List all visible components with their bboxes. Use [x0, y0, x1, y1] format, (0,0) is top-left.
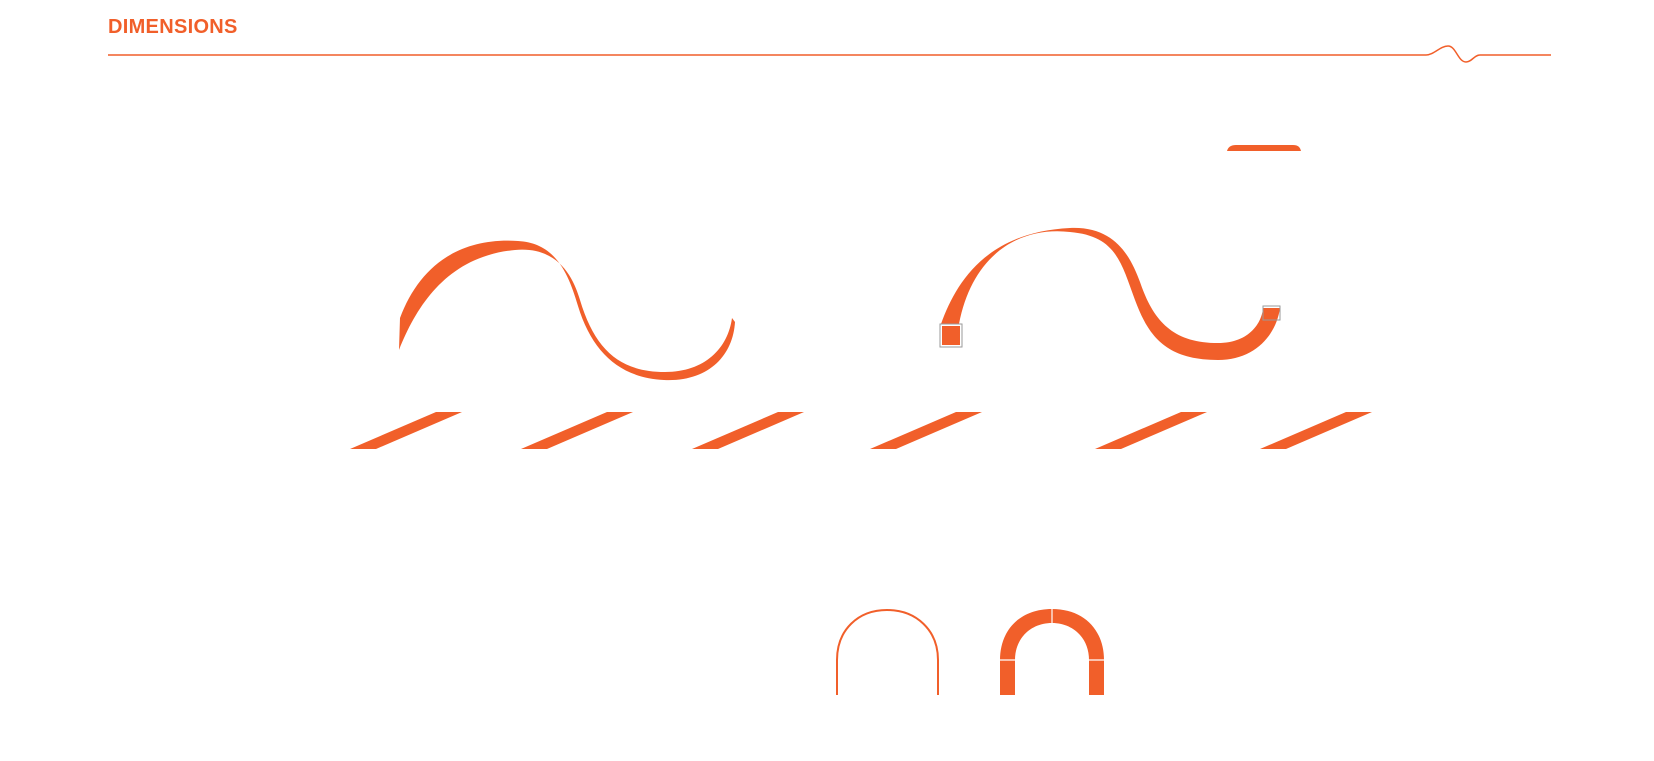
arch-solid-icon	[999, 608, 1105, 695]
wave-line-icon	[1425, 45, 1551, 63]
header-rule	[108, 45, 1551, 63]
wave-logo-bold-icon	[939, 227, 1281, 360]
arch-outline-icon	[836, 608, 939, 695]
parallelogram-stripe-icon	[350, 412, 462, 449]
stripe-row	[350, 412, 1372, 449]
parallelogram-stripe-icon	[1095, 412, 1207, 449]
parallelogram-stripe-icon	[692, 412, 804, 449]
parallelogram-stripe-icon	[1260, 412, 1372, 449]
dash-icon	[1227, 145, 1301, 151]
parallelogram-stripe-icon	[870, 412, 982, 449]
wave-logo-thin-icon	[399, 240, 735, 381]
parallelogram-stripe-icon	[521, 412, 633, 449]
page-title: DIMENSIONS	[108, 16, 238, 38]
